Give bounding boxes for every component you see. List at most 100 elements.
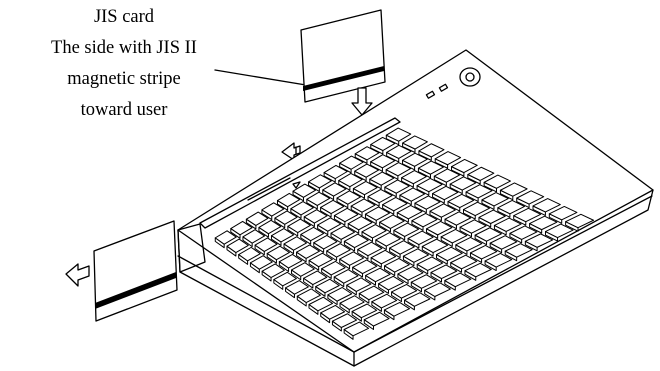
keyboard-key[interactable] <box>462 201 491 217</box>
keyboard-key[interactable] <box>421 238 449 254</box>
keyboard-key[interactable] <box>429 203 456 218</box>
keyboard-key[interactable] <box>274 210 298 225</box>
keyboard-key[interactable] <box>308 174 332 189</box>
keyboard-key[interactable] <box>323 164 348 180</box>
keyboard-key[interactable] <box>258 219 282 235</box>
keyboard-key[interactable] <box>451 158 478 174</box>
keyboard-key[interactable] <box>379 214 405 229</box>
keyboard-key[interactable] <box>404 292 431 307</box>
keyboard-key[interactable] <box>455 236 483 252</box>
keyboard-key[interactable] <box>365 267 391 283</box>
keyboard-key[interactable] <box>313 234 338 250</box>
keyboard-key[interactable] <box>273 271 297 287</box>
keyboard-key[interactable] <box>402 135 428 150</box>
keyboard-key[interactable] <box>343 321 370 337</box>
keyboard-key[interactable] <box>532 198 561 213</box>
keyboard-key[interactable] <box>308 296 333 312</box>
keyboard-key[interactable] <box>261 202 285 217</box>
keyboard-key[interactable] <box>414 195 441 210</box>
keyboard-key[interactable] <box>493 217 522 232</box>
keyboard-key[interactable] <box>418 143 445 158</box>
keyboard-key[interactable] <box>426 220 453 236</box>
keyboard-key[interactable] <box>489 235 518 250</box>
keyboard-key[interactable] <box>296 288 321 304</box>
keyboard-key[interactable] <box>548 205 578 221</box>
keyboard-key[interactable] <box>346 277 372 292</box>
keyboard-key[interactable] <box>402 152 428 167</box>
keyboard-key[interactable] <box>430 264 458 280</box>
keyboard-key[interactable] <box>529 215 558 231</box>
keyboard-key[interactable] <box>484 252 513 268</box>
keyboard-key[interactable] <box>270 228 295 243</box>
keyboard-key[interactable] <box>467 166 495 181</box>
keyboard-key[interactable] <box>444 272 472 288</box>
keyboard-key[interactable] <box>350 198 376 213</box>
keyboard-key[interactable] <box>283 236 308 251</box>
keyboard-key[interactable] <box>497 199 525 215</box>
keyboard-key[interactable] <box>504 243 533 258</box>
keyboard-key[interactable] <box>432 185 459 201</box>
keyboard-key[interactable] <box>338 172 363 188</box>
keyboard-key[interactable] <box>367 188 393 204</box>
keyboard-key[interactable] <box>369 171 395 186</box>
keyboard-key[interactable] <box>358 285 385 301</box>
keyboard-key[interactable] <box>447 193 475 209</box>
keyboard-key[interactable] <box>465 184 493 199</box>
keyboard-key[interactable] <box>226 238 249 254</box>
key-lock-icon[interactable] <box>459 67 481 87</box>
keyboard-key[interactable] <box>290 262 315 277</box>
keyboard-key[interactable] <box>339 295 365 310</box>
keyboard-key[interactable] <box>339 155 364 170</box>
keyboard-key[interactable] <box>436 246 463 262</box>
keyboard-key[interactable] <box>410 274 438 289</box>
keyboard-key[interactable] <box>361 224 387 239</box>
keyboard-key[interactable] <box>306 191 331 206</box>
keyboard-key[interactable] <box>378 275 404 291</box>
keyboard-key[interactable] <box>292 183 317 198</box>
keyboard-key[interactable] <box>315 278 340 294</box>
keyboard-key[interactable] <box>499 182 528 197</box>
keyboard-key[interactable] <box>317 217 342 232</box>
keyboard-key[interactable] <box>417 160 444 175</box>
keyboard-key[interactable] <box>245 211 269 226</box>
keyboard-key[interactable] <box>384 257 410 273</box>
keyboard-key[interactable] <box>469 244 498 260</box>
keyboard-key[interactable] <box>320 199 345 215</box>
keyboard-key[interactable] <box>474 227 502 242</box>
keyboard-key[interactable] <box>401 170 427 185</box>
keyboard-key[interactable] <box>370 154 396 169</box>
keyboard-key[interactable] <box>544 223 574 239</box>
keyboard-key[interactable] <box>565 213 595 229</box>
keyboard-key[interactable] <box>399 187 426 202</box>
keyboard-key[interactable] <box>296 244 320 259</box>
keyboard-key[interactable] <box>333 269 359 284</box>
keyboard-key[interactable] <box>391 283 418 299</box>
keyboard-key[interactable] <box>459 219 487 234</box>
keyboard-key[interactable] <box>483 174 511 189</box>
keyboard-key[interactable] <box>364 206 391 221</box>
keyboard-key[interactable] <box>385 127 412 142</box>
keyboard-key[interactable] <box>402 248 429 263</box>
keyboard-key[interactable] <box>464 262 492 278</box>
keyboard-key[interactable] <box>433 168 461 183</box>
keyboard-key[interactable] <box>238 246 261 262</box>
keyboard-key[interactable] <box>434 151 462 166</box>
keyboard-key[interactable] <box>449 176 477 191</box>
keyboard-key[interactable] <box>363 311 390 327</box>
keyboard-key[interactable] <box>249 255 273 270</box>
keyboard-key[interactable] <box>352 180 378 196</box>
keyboard-key[interactable] <box>354 146 380 161</box>
keyboard-key[interactable] <box>382 196 408 212</box>
keyboard-key[interactable] <box>261 263 285 279</box>
keyboard-key[interactable] <box>371 293 398 309</box>
keyboard-key[interactable] <box>385 162 412 177</box>
keyboard-key[interactable] <box>396 204 423 220</box>
keyboard-key[interactable] <box>285 280 309 295</box>
keyboard-key[interactable] <box>351 303 378 319</box>
keyboard-key[interactable] <box>411 212 438 228</box>
keyboard-key[interactable] <box>416 177 443 193</box>
keyboard-key[interactable] <box>303 270 328 286</box>
keyboard-key[interactable] <box>322 182 347 197</box>
keyboard-key[interactable] <box>481 192 509 207</box>
keyboard-key[interactable] <box>287 218 311 234</box>
